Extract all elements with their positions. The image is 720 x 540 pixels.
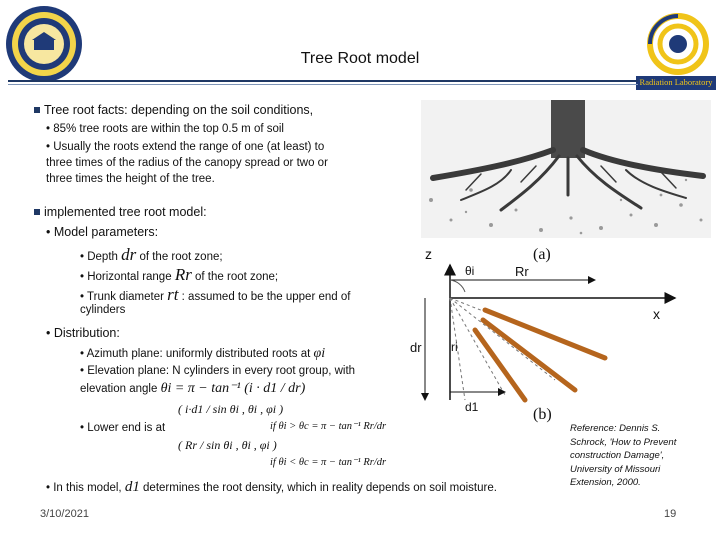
bullet-square-icon [34, 107, 40, 113]
figure-label-a: (a) [533, 246, 551, 263]
param-trunk-line-2: cylinders [80, 304, 126, 316]
azimuth-text: • Azimuth plane: uniformly distributed r… [80, 346, 326, 361]
slide-title: Tree Root model [300, 50, 420, 67]
university-seal-logo [4, 4, 84, 84]
range-symbol: Rr [174, 265, 192, 284]
case-2-vector: ( Rr / sin θi , θi , φi ) [178, 438, 277, 452]
reference-line: construction Damage', [570, 450, 665, 461]
reference-citation: Reference: Dennis S. Schrock, 'How to Pr… [570, 422, 710, 490]
case-1-condition: if θi > θc = π − tan⁻¹ Rr/dr [270, 421, 387, 432]
param-range: • Horizontal range Rr of the root zone; [80, 265, 279, 284]
params-heading: • Model parameters: [46, 225, 159, 239]
case-2-condition: if θi < θc = π − tan⁻¹ Rr/dr [270, 457, 387, 468]
z-axis-label: z [425, 246, 432, 262]
radiation-laboratory-text: Radiation Laboratory [639, 77, 713, 87]
lower-end-formula: ( i·d1 / sin θi , θi , φi ) if θi > θc =… [178, 400, 393, 470]
footer-date: 3/10/2021 [40, 508, 89, 520]
trunk-radius-label: ri [451, 340, 458, 354]
fact-2-line-1: • Usually the roots extend the range of … [46, 141, 325, 153]
depth-label: dr [410, 340, 422, 355]
theta-label: θi [465, 264, 475, 278]
azimuth-symbol: φi [313, 346, 326, 361]
final-statement: • In this model, d1 determines the root … [46, 479, 497, 495]
title-divider [8, 80, 638, 82]
case-1-vector: ( i·d1 / sin θi , θi , φi ) [178, 402, 284, 416]
reference-line: Schrock, 'How to Prevent [570, 436, 677, 448]
figure-label-b: (b) [533, 406, 552, 423]
model-heading: implemented tree root model: [34, 204, 207, 220]
facts-heading: Tree root facts: depending on the soil c… [34, 102, 313, 118]
trunk-symbol: rt [167, 285, 179, 304]
elevation-formula: θi = π − tan⁻¹ (i · d1 / dr) [160, 381, 306, 396]
reference-line: Extension, 2000. [570, 477, 641, 488]
page-number: 19 [664, 508, 677, 520]
title-divider-thin [8, 84, 638, 85]
fact-1: • 85% tree roots are within the top 0.5 … [46, 123, 284, 135]
param-depth: • Depth dr of the root zone; [80, 245, 223, 264]
range-label: Rr [515, 264, 529, 279]
x-axis-label: x [653, 306, 660, 322]
param-trunk: • Trunk diameter rt : assumed to be the … [80, 285, 351, 304]
lower-end-text: • Lower end is at [80, 422, 166, 434]
depth-symbol: dr [121, 245, 137, 264]
reference-line: University of Missouri [570, 463, 661, 475]
d1-label: d1 [465, 400, 479, 414]
fact-2-line-3: three times the height of the tree. [46, 173, 215, 185]
root-geometry-diagram: z x θi Rr dr ri d1 (a) (b) [405, 240, 695, 440]
fact-2-line-2: three times of the radius of the canopy … [46, 157, 328, 169]
radiation-laboratory-logo: Radiation Laboratory [636, 8, 716, 90]
elevation-line-2: elevation angle θi = π − tan⁻¹ (i · d1 /… [80, 381, 306, 396]
d1-symbol: d1 [124, 479, 140, 495]
reference-line: Reference: Dennis S. [570, 423, 661, 434]
elevation-line-1: • Elevation plane: N cylinders in every … [80, 365, 356, 377]
tree-roots-photo [421, 100, 711, 238]
distribution-heading: • Distribution: [46, 326, 120, 340]
bullet-square-icon [34, 209, 40, 215]
